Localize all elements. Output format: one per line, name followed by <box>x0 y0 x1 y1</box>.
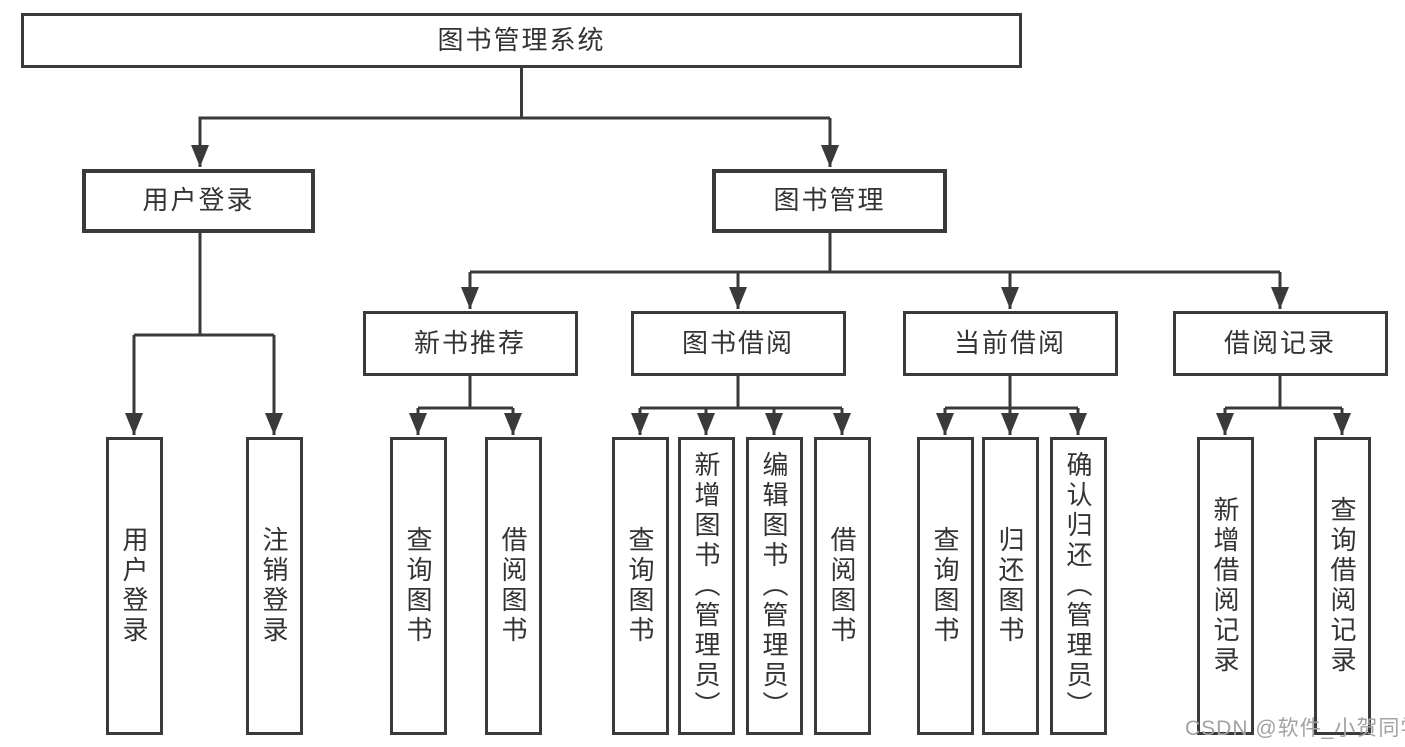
leaf-add-book-admin: 新增图书（管理员） <box>677 437 735 735</box>
leaf-query-book-current: 查询图书 <box>916 437 974 735</box>
node-user-login: 用户登录 <box>82 169 315 233</box>
leaf-user-login: 用户登录 <box>105 437 163 735</box>
leaf-logout: 注销登录 <box>245 437 303 735</box>
leaf-edit-book-admin: 编辑图书（管理员） <box>745 437 803 735</box>
leaf-query-borrow-record: 查询借阅记录 <box>1313 437 1371 735</box>
leaf-query-book-recommend: 查询图书 <box>389 437 447 735</box>
node-new-book-recommend: 新书推荐 <box>362 311 578 376</box>
watermark: CSDN @软件_小贺同学 <box>1185 717 1405 740</box>
leaf-query-book-borrow: 查询图书 <box>611 437 669 735</box>
node-current-borrow: 当前借阅 <box>902 311 1118 376</box>
leaf-borrow-book: 借阅图书 <box>813 437 871 735</box>
node-borrow-record: 借阅记录 <box>1172 311 1388 376</box>
leaf-borrow-book-recommend: 借阅图书 <box>484 437 542 735</box>
leaf-confirm-return-admin: 确认归还（管理员） <box>1049 437 1107 735</box>
node-root-library-system: 图书管理系统 <box>21 13 1022 68</box>
node-book-management: 图书管理 <box>712 169 947 233</box>
leaf-add-borrow-record: 新增借阅记录 <box>1196 437 1254 735</box>
node-book-borrow: 图书借阅 <box>630 311 846 376</box>
leaf-return-book: 归还图书 <box>981 437 1039 735</box>
